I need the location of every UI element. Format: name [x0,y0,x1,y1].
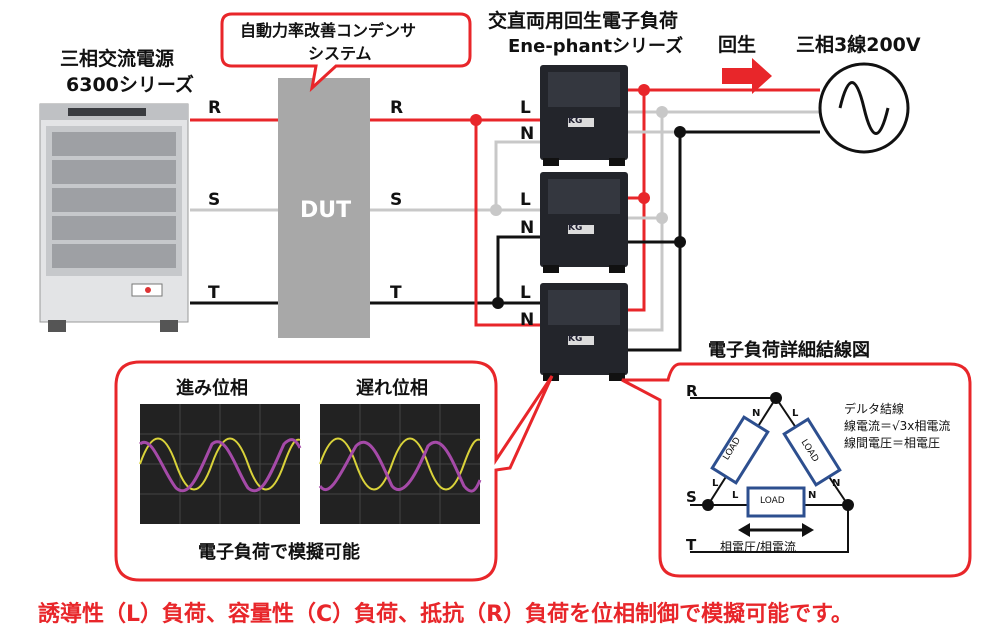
wire-r-loop [474,120,540,327]
capacitor-callout-line1: 自動力率改善コンデンサ [240,21,417,40]
unit1-l: L [520,98,531,118]
unit3-l: L [520,283,531,303]
load-box-bottom [746,486,806,518]
power-source-cabinet [39,103,189,332]
bus-t [628,132,682,352]
load-box-right [782,417,842,487]
load-series-title-line1: 交直両用回生電子負荷 [488,10,679,32]
node-bus-s1 [656,106,668,118]
dut-box [278,78,370,338]
node-bus-s2 [656,212,668,224]
load-series-title-line2: Ene-phantシリーズ [508,36,684,57]
dut-phase-r: R [390,98,404,118]
wiring-note-line2: 線電流＝√3x相電流 [844,419,951,433]
oscilloscope-lagging [318,404,482,524]
lagging-phase-label: 遅れ位相 [356,378,428,399]
regen-arrow [722,58,772,94]
node-r-dut [470,114,482,126]
unit2-brand: KG [568,223,583,233]
detail-l-right: L [792,408,799,419]
unit1-n: N [520,124,535,144]
footer-text: 誘導性（L）負荷、容量性（C）負荷、抵抗（R）負荷を位相制御で模擬可能です。 [38,602,853,627]
detail-t: T [686,536,697,554]
load-unit-2 [540,172,628,273]
detail-l-left: L [712,478,719,489]
source-phase-t: T [208,283,220,303]
dut-label: DUT [300,198,352,223]
capacitor-callout [220,12,472,93]
grid-label: 三相3線200V [796,34,921,56]
detail-s: S [686,488,697,506]
unit2-n: N [520,218,535,238]
wiring-detail-frame [621,362,972,578]
voltage-current-arrow [738,523,814,537]
oscilloscope-leading [139,404,302,524]
detail-n-left: N [752,408,761,419]
wiring-detail-title: 電子負荷詳細結線図 [708,340,870,361]
dut-phase-s: S [390,190,403,210]
unit3-brand: KG [568,334,583,344]
node-bus-t1 [674,126,686,138]
detail-n-bottom: N [808,490,817,501]
bus-r [628,90,646,312]
dut-phase-t: T [390,283,402,303]
load-box-left [710,415,770,485]
arrow-label: 相電圧/相電流 [720,540,797,554]
node-s-dut [490,204,502,216]
leading-phase-label: 進み位相 [176,378,248,399]
load-unit-1 [540,65,628,166]
load-unit-3 [540,283,628,381]
unit3-n: N [520,310,535,330]
source-title-line2: 6300シリーズ [66,74,194,96]
node-t-dut [492,297,504,309]
regen-label: 回生 [718,34,757,56]
bus-s [628,112,664,332]
unit1-brand: KG [568,116,583,126]
source-phase-r: R [208,98,222,118]
node-bus-r2 [638,192,650,204]
source-phase-s: S [208,190,221,210]
capacitor-callout-line2: システム [308,44,372,63]
unit2-l: L [520,190,531,210]
detail-n-right: N [832,478,841,489]
detail-l-bottom: L [732,490,739,501]
wiring-note-line3: 線間電圧＝相電圧 [844,436,941,450]
wiring-note-line1: デルタ結線 [844,402,905,416]
wire-s-loop [494,140,540,210]
phase-panel-caption: 電子負荷で模擬可能 [198,542,360,563]
node-bus-t2 [674,236,686,248]
detail-r: R [686,382,698,400]
load-label-bottom: LOAD [760,496,785,506]
source-title-line1: 三相交流電源 [60,48,175,70]
node-bus-r1 [638,84,650,96]
wire-t-loop [496,235,540,303]
